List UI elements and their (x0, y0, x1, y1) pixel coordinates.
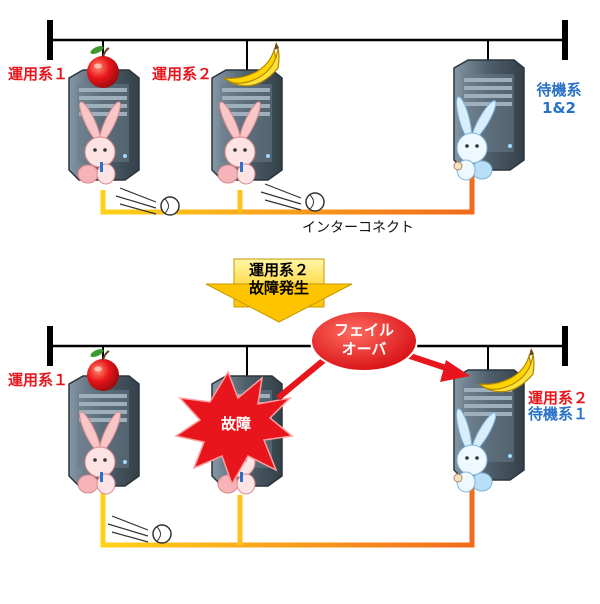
label-takeover-standby: 待機系１ (528, 405, 589, 423)
transition-line1: 運用系２ (248, 261, 309, 279)
failure-label: 故障 (220, 415, 251, 433)
scene-before (47, 20, 568, 216)
interconnect-label: インターコネクト (302, 220, 414, 236)
failover-line1: フェイル (333, 321, 394, 339)
failure-burst-icon (174, 370, 294, 486)
transition-line2: 故障発生 (248, 279, 309, 297)
interconnect-line-top (100, 170, 475, 215)
label-takeover-active: 運用系２ (528, 389, 589, 407)
heartbeat-ball-icon (107, 515, 172, 544)
failover-arrowhead-icon (440, 360, 470, 382)
failover-oval (310, 310, 418, 372)
label-active1-after: 運用系１ (8, 371, 69, 389)
failover-line2: オーバ (341, 340, 387, 358)
heartbeat-ball-icon (260, 183, 325, 212)
interconnect-line-bottom (100, 480, 475, 548)
label-standby-line1: 待機系 (536, 81, 582, 99)
transition-arrow (205, 258, 353, 323)
label-active1-before: 運用系１ (8, 65, 69, 83)
scene-after (47, 310, 568, 548)
label-standby-line2: 1&2 (542, 99, 576, 117)
label-active2-before: 運用系２ (152, 65, 213, 83)
